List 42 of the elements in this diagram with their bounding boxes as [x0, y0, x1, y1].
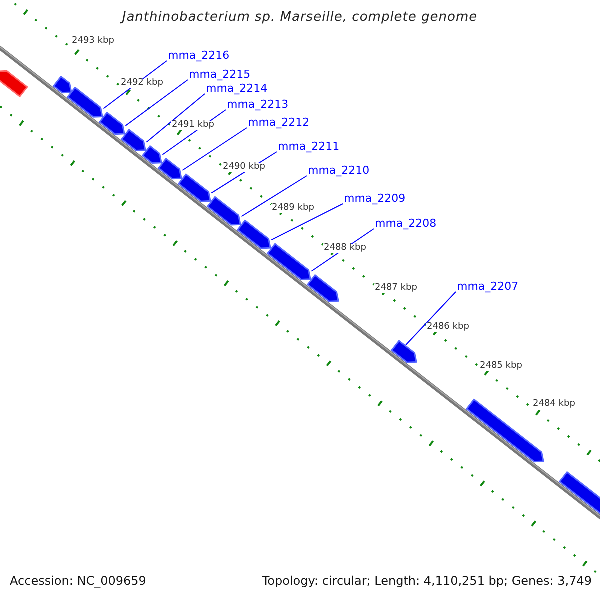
- gene-feature: [98, 112, 126, 136]
- gene-label: mma_2215: [189, 69, 251, 80]
- gene-feature: [52, 76, 72, 94]
- leader-line: [146, 94, 206, 143]
- gene-feature: [66, 86, 104, 118]
- gene-label: mma_2213: [227, 99, 289, 110]
- gene-feature: [206, 196, 242, 226]
- gene-feature: [120, 128, 146, 152]
- gene-feature: [390, 340, 418, 364]
- gene-label: mma_2216: [168, 50, 230, 61]
- position-label: 2489 kbp: [271, 204, 316, 213]
- gene-feature: [0, 70, 28, 98]
- gene-feature: [142, 145, 162, 164]
- position-label: 2484 kbp: [532, 400, 576, 409]
- leader-line: [406, 292, 456, 346]
- gene-feature: [178, 174, 212, 202]
- gene-feature: [158, 158, 182, 180]
- position-label: 2493 kbp: [71, 37, 116, 46]
- genome-summary-text: Topology: circular; Length: 4,110,251 bp; Genes: 3,749: [262, 575, 592, 587]
- gene-label: mma_2207: [457, 281, 519, 292]
- accession-text: Accession: NC_009659: [10, 575, 146, 587]
- position-label: 2492 kbp: [120, 79, 164, 88]
- gene-label: mma_2214: [206, 83, 268, 94]
- gene-feature: [236, 220, 272, 250]
- position-label: 2487 kbp: [374, 284, 418, 293]
- position-label: 2485 kbp: [479, 362, 524, 371]
- gene-label: mma_2212: [248, 117, 310, 128]
- leader-line: [241, 176, 308, 218]
- gene-feature: [306, 274, 340, 302]
- leader-line: [182, 128, 248, 171]
- position-label: 2486 kbp: [426, 323, 470, 332]
- leader-line: [125, 80, 188, 126]
- gene-label: mma_2208: [375, 218, 437, 229]
- gene-label: mma_2211: [278, 141, 340, 152]
- position-label: 2490 kbp: [222, 163, 266, 172]
- position-label: 2491 kbp: [171, 121, 216, 130]
- position-label: 2488 kbp: [323, 244, 368, 253]
- gene-label: mma_2209: [344, 193, 406, 204]
- title: Janthinobacterium sp. Marseille, complete genome: [119, 11, 479, 24]
- leader-line: [271, 204, 344, 241]
- gene-label: mma_2210: [308, 165, 370, 176]
- gene-feature: [266, 243, 312, 281]
